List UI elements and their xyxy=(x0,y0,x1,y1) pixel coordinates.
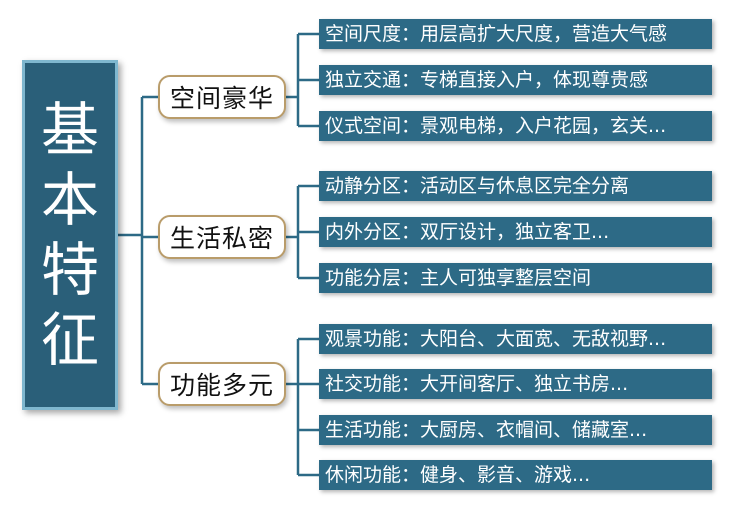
root-char: 特 xyxy=(40,236,99,304)
root-node-basic-features: 基 本 特 征 xyxy=(22,60,118,410)
leaf-node: 生活功能：大厨房、衣帽间、储藏室... xyxy=(319,415,712,445)
category-node-space-luxury: 空间豪华 xyxy=(158,75,286,119)
leaf-node: 功能分层：主人可独享整层空间 xyxy=(319,263,712,293)
leaf-node: 社交功能：大开间客厅、独立书房... xyxy=(319,369,712,399)
category-node-life-privacy: 生活私密 xyxy=(158,215,286,259)
leaf-node: 休闲功能：健身、影音、游戏... xyxy=(319,460,712,490)
root-char: 征 xyxy=(40,306,99,374)
leaf-node: 空间尺度：用层高扩大尺度，营造大气感 xyxy=(319,19,712,49)
root-char: 基 xyxy=(40,96,99,164)
leaf-node: 独立交通：专梯直接入户，体现尊贵感 xyxy=(319,65,712,95)
category-node-multi-function: 功能多元 xyxy=(158,362,286,406)
leaf-node: 仪式空间：景观电梯，入户花园，玄关... xyxy=(319,111,712,141)
leaf-node: 观景功能：大阳台、大面宽、无敌视野... xyxy=(319,324,712,354)
root-char: 本 xyxy=(40,166,99,234)
leaf-node: 动静分区：活动区与休息区完全分离 xyxy=(319,171,712,201)
leaf-node: 内外分区：双厅设计，独立客卫... xyxy=(319,217,712,247)
